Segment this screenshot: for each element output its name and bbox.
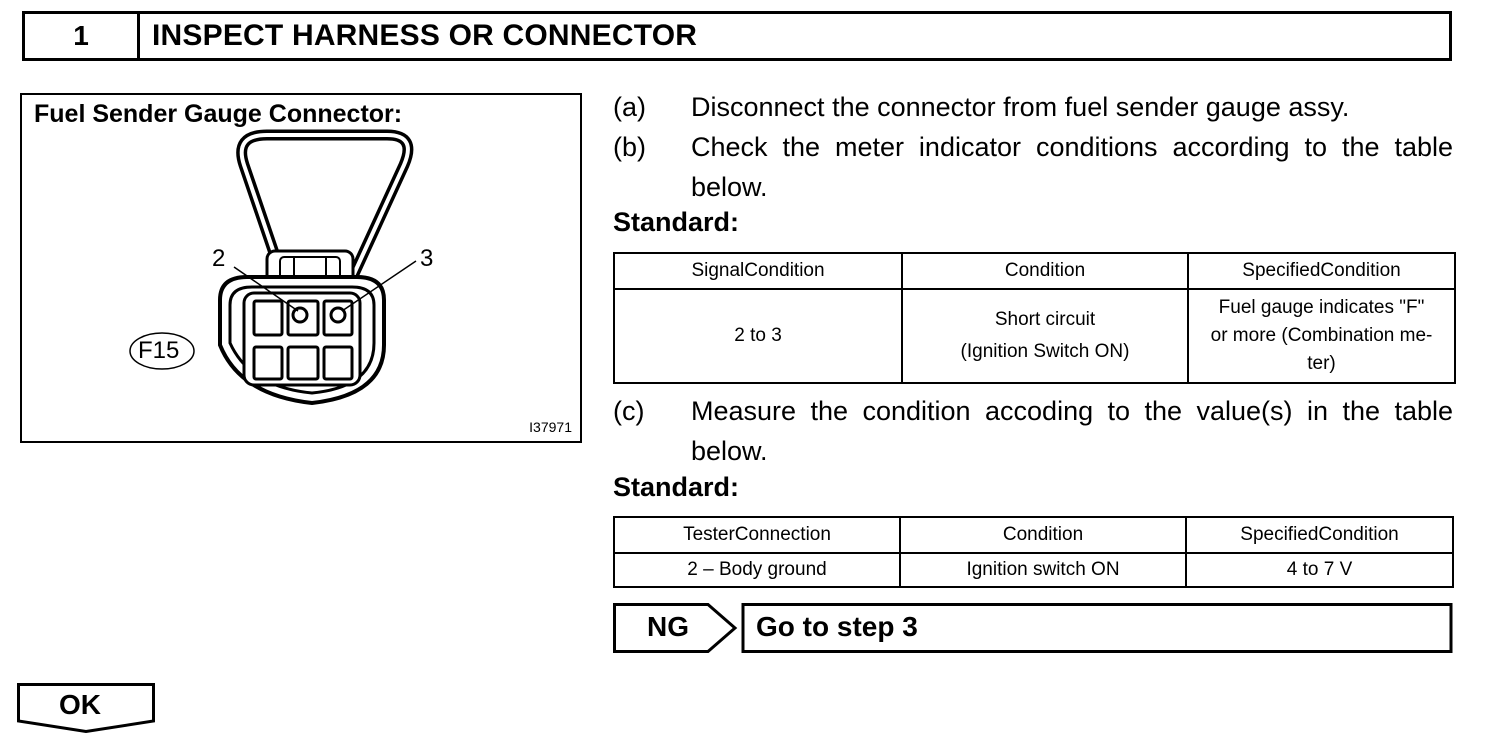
cell-line: Short circuit [994,309,1096,330]
connector-figure: Fuel Sender Gauge Connector: 2 3 F15 I37… [20,93,582,443]
step-title: INSPECT HARNESS OR CONNECTOR [152,19,698,52]
table-header: TesterConnection [613,516,901,554]
cell-line: or more (Combination me- [1210,325,1433,346]
pin-3-probe [329,306,347,324]
figure-title: Fuel Sender Gauge Connector: [34,100,403,128]
signal-condition-table: SignalCondition Condition SpecifiedCondi… [613,252,1456,384]
ok-branch: OK [17,683,155,733]
table-row: 2 – Body ground Ignition switch ON 4 to … [613,552,1454,588]
instruction-letter: (b) [613,132,646,162]
table-header: Condition [899,516,1187,554]
instruction-text: Check the meter indicator conditions acc… [691,132,1453,202]
instruction-letter: (a) [613,92,646,122]
table-header-row: SignalCondition Condition SpecifiedCondi… [613,252,1456,290]
standard-label-1: Standard: [613,207,740,237]
ng-arrow-frame [613,603,1453,653]
table-cell: 4 to 7 V [1185,552,1454,588]
table-header: Condition [901,252,1189,290]
table-cell: Fuel gauge indicates "F" or more (Combin… [1187,288,1456,384]
ng-label: NG [647,611,689,642]
pin-2-label: 2 [212,245,226,272]
step-header: 1 INSPECT HARNESS OR CONNECTOR [22,11,1452,61]
ng-target: Go to step 3 [756,611,918,642]
table-header-row: TesterConnection Condition SpecifiedCond… [613,516,1454,554]
ok-arrow-frame [17,683,155,733]
ok-label: OK [59,689,101,720]
instruction-letter: (c) [613,396,645,426]
ng-branch: NG Go to step 3 [613,603,1453,653]
instruction-a: (a) Disconnect the connector from fuel s… [613,87,1455,127]
table-header: SpecifiedCondition [1187,252,1456,290]
tester-connection-table: TesterConnection Condition SpecifiedCond… [613,516,1454,588]
table-cell: 2 to 3 [613,288,903,384]
table-row: 2 to 3 Short circuit (Ignition Switch ON… [613,288,1456,384]
table-cell: Short circuit (Ignition Switch ON) [901,288,1189,384]
connector-drawing [129,129,417,406]
connector-code: F15 [138,337,180,364]
instruction-text: Measure the condition accoding to the va… [691,396,1453,466]
instruction-b: (b) Check the meter indicator conditions… [613,127,1455,207]
pin-2-probe [291,306,309,324]
figure-id: I37971 [529,419,572,435]
cell-line: (Ignition Switch ON) [960,341,1130,362]
table-cell: 2 – Body ground [613,552,901,588]
table-header: SpecifiedCondition [1185,516,1454,554]
standard-label-2: Standard: [613,472,740,502]
instruction-text: Disconnect the connector from fuel sende… [691,92,1350,122]
instruction-c: (c) Measure the condition accoding to th… [613,391,1455,471]
cell-line: Fuel gauge indicates "F" [1218,297,1425,318]
cell-line: ter) [1307,353,1336,374]
table-cell: Ignition switch ON [899,552,1187,588]
step-number: 1 [25,14,140,58]
pin-3-label: 3 [420,245,434,272]
table-header: SignalCondition [613,252,903,290]
